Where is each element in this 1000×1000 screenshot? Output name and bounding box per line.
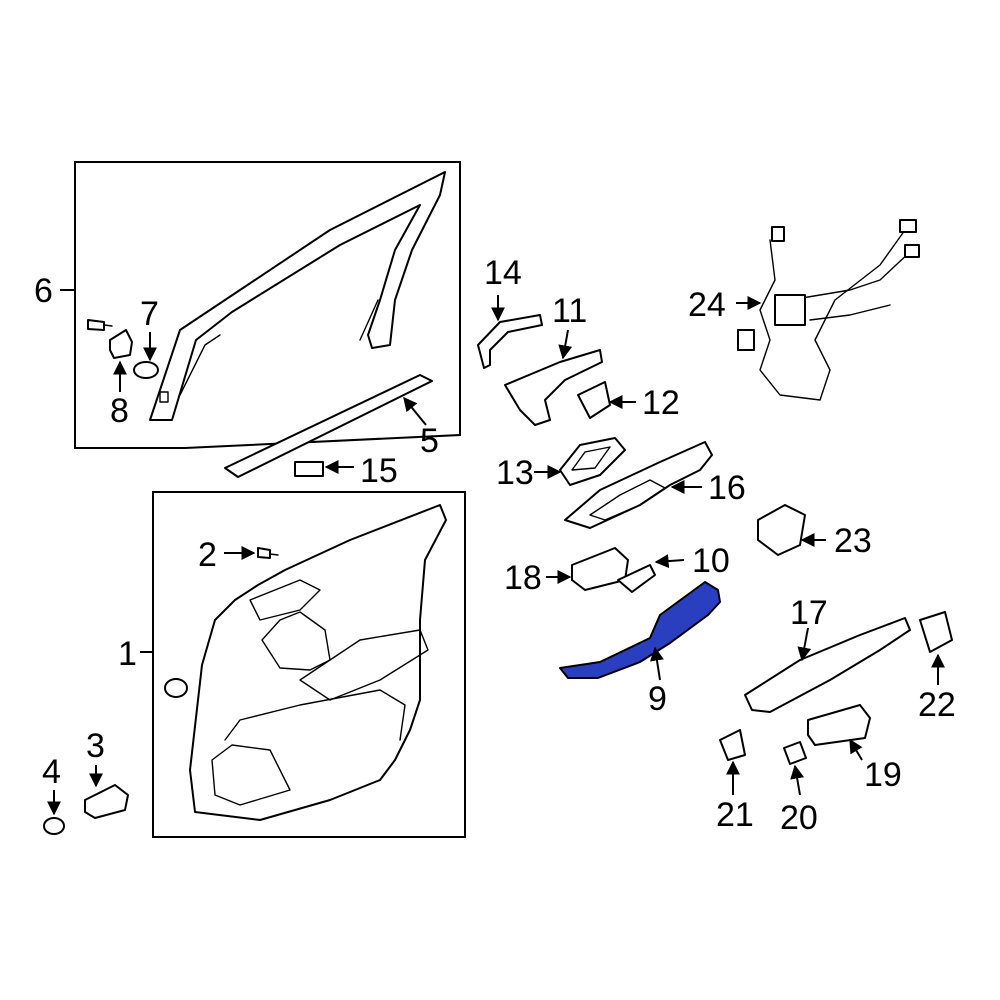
callout-17[interactable]: 17 bbox=[790, 594, 828, 632]
wiring-harness-24 bbox=[737, 219, 920, 401]
callout-4[interactable]: 4 bbox=[42, 753, 61, 791]
switch-19 bbox=[807, 704, 871, 746]
callout-14[interactable]: 14 bbox=[484, 254, 522, 292]
leader-lines bbox=[47, 289, 945, 816]
callout-5[interactable]: 5 bbox=[420, 422, 439, 460]
panel-17 bbox=[744, 617, 911, 713]
callout-24[interactable]: 24 bbox=[688, 286, 726, 324]
callout-15[interactable]: 15 bbox=[360, 452, 398, 490]
clip-15 bbox=[294, 461, 324, 477]
callout-18[interactable]: 18 bbox=[504, 559, 542, 597]
callout-19[interactable]: 19 bbox=[864, 756, 902, 794]
armrest-9-highlighted[interactable] bbox=[559, 581, 721, 679]
callout-20[interactable]: 20 bbox=[780, 799, 818, 837]
clip-22 bbox=[919, 611, 953, 653]
bezel-13 bbox=[559, 437, 626, 486]
callout-labels: 6 7 8 5 15 2 1 3 4 14 11 12 13 16 18 10 … bbox=[34, 254, 956, 837]
bracket-10 bbox=[617, 564, 656, 593]
callout-11[interactable]: 11 bbox=[552, 292, 587, 330]
callout-1[interactable]: 1 bbox=[118, 635, 137, 673]
callout-16[interactable]: 16 bbox=[708, 469, 746, 507]
callout-7[interactable]: 7 bbox=[140, 295, 159, 333]
clip-20 bbox=[783, 741, 807, 765]
bulb-4 bbox=[43, 817, 65, 835]
callout-10[interactable]: 10 bbox=[692, 542, 730, 580]
callout-13[interactable]: 13 bbox=[496, 454, 534, 492]
outer-molding bbox=[224, 374, 433, 478]
callout-8[interactable]: 8 bbox=[110, 392, 129, 430]
module-23 bbox=[757, 504, 806, 556]
callout-6[interactable]: 6 bbox=[34, 272, 53, 310]
switch-3 bbox=[84, 784, 129, 819]
door-panel-box bbox=[152, 491, 466, 838]
glass-assembly-box bbox=[74, 161, 461, 449]
trim-11 bbox=[504, 349, 603, 426]
switch-18 bbox=[571, 547, 629, 591]
callout-23[interactable]: 23 bbox=[834, 522, 872, 560]
callout-3[interactable]: 3 bbox=[86, 727, 105, 765]
callout-22[interactable]: 22 bbox=[918, 686, 956, 724]
cover-12 bbox=[577, 381, 611, 419]
part-14 bbox=[477, 314, 543, 369]
clip-21 bbox=[719, 729, 746, 761]
callout-21[interactable]: 21 bbox=[716, 796, 754, 834]
callout-12[interactable]: 12 bbox=[642, 384, 680, 422]
callout-2[interactable]: 2 bbox=[198, 536, 217, 574]
callout-9[interactable]: 9 bbox=[648, 680, 667, 718]
